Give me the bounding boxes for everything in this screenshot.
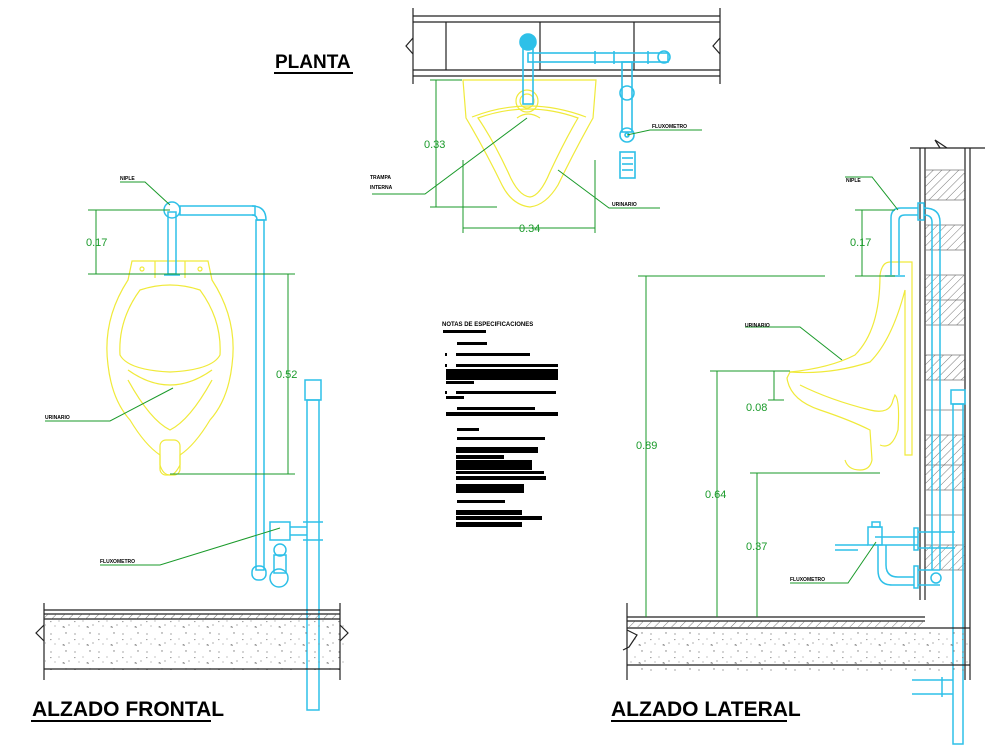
frontal-supply-label: NIPLE [120, 176, 135, 182]
planta-wall [405, 8, 721, 84]
lateral-floor [622, 603, 970, 680]
frontal-valve-label: FLUXOMETRO [100, 559, 135, 565]
frontal-urinal-label: URINARIO [45, 415, 70, 421]
planta-trap-label-2: INTERNA [370, 185, 393, 191]
planta-urinal-label: URINARIO [612, 202, 637, 208]
planta-title: PLANTA [275, 52, 351, 73]
lateral-title: ALZADO LATERAL [611, 698, 801, 721]
lateral-supply-label: NIPLE [846, 178, 861, 184]
lateral-urinal [786, 261, 913, 471]
frontal-dimensions [45, 181, 295, 566]
planta-trap-label-1: TRAMPA [370, 175, 391, 181]
frontal-title: ALZADO FRONTAL [32, 698, 224, 721]
planta-pipes [519, 33, 671, 179]
lateral-rim-height-dim: 0.64 [705, 489, 726, 501]
lateral-valve-label: FLUXOMETRO [790, 577, 825, 583]
alzado-frontal-view: 0.17 0.52 NIPLE URINARIO FLUXOMETRO ALZA… [31, 176, 349, 722]
frontal-fixture-dim: 0.52 [276, 369, 297, 381]
lateral-urinal-label: URINARIO [745, 323, 770, 329]
lateral-dimensions [638, 176, 899, 617]
planta-dimensions [372, 79, 702, 233]
lateral-supply-dim: 0.17 [850, 237, 871, 249]
planta-width-dim: 0.34 [519, 223, 540, 235]
frontal-supply-dim: 0.17 [86, 237, 107, 249]
frontal-floor [35, 603, 349, 680]
planta-view: PLANTA [274, 8, 721, 235]
alzado-lateral-view: 0.17 0.08 0.89 0.64 0.37 NIPLE URINARIO … [611, 139, 985, 745]
spec-notes: NOTAS DE ESPECIFICACIONES [442, 322, 558, 527]
planta-valve-label: FLUXOMETRO [652, 124, 687, 130]
notes-body [443, 330, 558, 527]
planta-depth-dim: 0.33 [424, 139, 445, 151]
lateral-base-height-dim: 0.37 [746, 541, 767, 553]
lateral-total-height-dim: 0.89 [636, 440, 657, 452]
planta-urinal [462, 79, 597, 208]
lateral-wall [910, 139, 985, 680]
lateral-rim-offset-dim: 0.08 [746, 402, 767, 414]
notes-title: NOTAS DE ESPECIFICACIONES [442, 322, 533, 328]
frontal-urinal [106, 260, 234, 476]
